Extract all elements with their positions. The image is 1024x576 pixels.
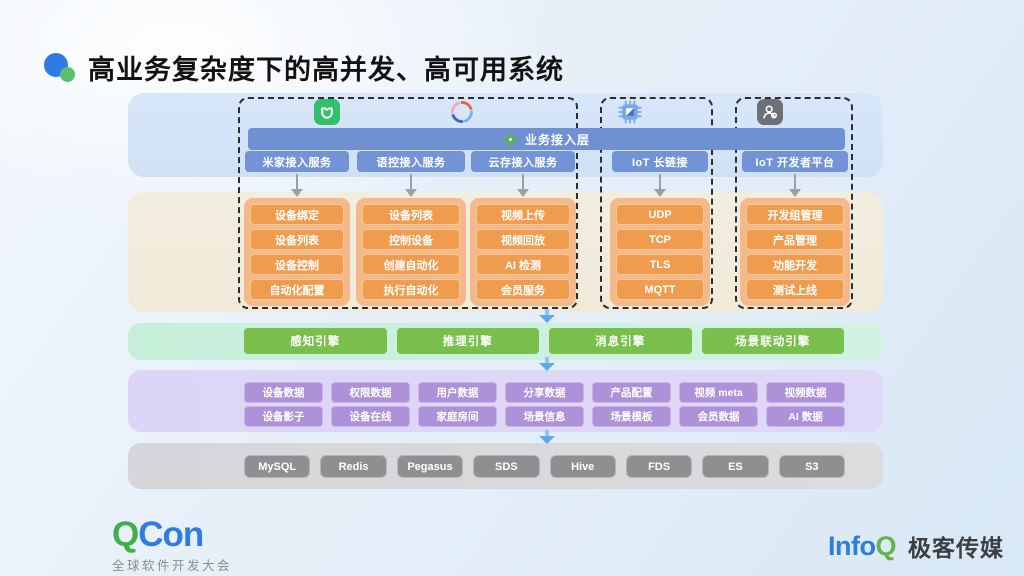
capability-item: 产品管理 <box>746 229 844 250</box>
capability-item: 创建自动化 <box>362 254 460 275</box>
move-cross-icon <box>502 131 518 147</box>
service-voice-access: 语控接入服务 <box>357 151 465 172</box>
bullet-dot-icon <box>44 51 78 85</box>
storage-item: Pegasus <box>396 455 464 478</box>
data-item: 场景信息 <box>505 406 584 427</box>
capability-item: 测试上线 <box>746 279 844 300</box>
engine-item: 场景联动引擎 <box>701 328 844 354</box>
mijia-app-icon <box>314 99 340 125</box>
capability-item: TLS <box>616 254 704 275</box>
data-item: 用户数据 <box>418 382 497 403</box>
capability-item: 功能开发 <box>746 254 844 275</box>
developer-account-icon <box>757 99 783 125</box>
service-iot-dev-platform: IoT 开发者平台 <box>742 151 848 172</box>
service-iot-longlink: IoT 长链接 <box>612 151 708 172</box>
data-item: 产品配置 <box>592 382 671 403</box>
capability-item: AI 检测 <box>476 254 570 275</box>
qcon-logo: QCon 全球软件开发大会 <box>112 517 233 574</box>
data-item: 设备影子 <box>244 406 323 427</box>
capability-item: MQTT <box>616 279 704 300</box>
capability-item: 开发组管理 <box>746 204 844 225</box>
down-arrow-icon <box>405 174 417 197</box>
storage-item: Redis <box>320 455 387 478</box>
storage-item: MySQL <box>244 455 311 478</box>
flow-down-arrow-icon <box>539 430 555 444</box>
capability-item: UDP <box>616 204 704 225</box>
dashed-group-consumer-apps <box>238 97 578 309</box>
capability-group-mijia: 设备绑定 设备列表 设备控制 自动化配置 <box>244 198 350 306</box>
access-layer-label: 业务接入层 <box>524 132 590 147</box>
data-row-2: 设备影子 设备在线 家庭房间 场景信息 场景模板 会员数据 AI 数据 <box>244 406 845 427</box>
infoq-info: Info <box>828 530 876 561</box>
capability-item: 设备列表 <box>362 204 460 225</box>
page-title: 高业务复杂度下的高并发、高可用系统 <box>88 55 564 85</box>
data-item: 视频 meta <box>679 382 758 403</box>
data-item: AI 数据 <box>766 406 845 427</box>
capability-item: 控制设备 <box>362 229 460 250</box>
access-layer-bar: 业务接入层 <box>248 128 845 150</box>
slide-header: 高业务复杂度下的高并发、高可用系统 <box>44 48 564 87</box>
capability-item: 视频回放 <box>476 229 570 250</box>
capability-item: 执行自动化 <box>362 279 460 300</box>
capability-item: TCP <box>616 229 704 250</box>
capability-item: 设备控制 <box>250 254 344 275</box>
storage-item: SDS <box>473 455 540 478</box>
green-dot <box>60 66 75 82</box>
qcon-con: Con <box>138 515 204 554</box>
engine-item: 感知引擎 <box>244 328 387 354</box>
down-arrow-icon <box>654 174 666 197</box>
capability-group-voice: 设备列表 控制设备 创建自动化 执行自动化 <box>356 198 466 306</box>
engine-row: 感知引擎 推理引擎 消息引擎 场景联动引擎 <box>244 328 844 354</box>
capability-item: 会员服务 <box>476 279 570 300</box>
voice-assistant-swirl-icon <box>449 99 475 125</box>
infoq-wordmark: InfoQ <box>828 531 896 562</box>
dashed-group-developer <box>735 97 853 309</box>
capability-group-developer: 开发组管理 产品管理 功能开发 测试上线 <box>740 198 850 306</box>
data-item: 会员数据 <box>679 406 758 427</box>
down-arrow-icon <box>789 174 801 197</box>
service-mijia-access: 米家接入服务 <box>245 151 349 172</box>
capability-group-cloud: 视频上传 视频回放 AI 检测 会员服务 <box>470 198 576 306</box>
capability-item: 设备绑定 <box>250 204 344 225</box>
down-arrow-icon <box>517 174 529 197</box>
down-arrow-icon <box>291 174 303 197</box>
engine-item: 推理引擎 <box>396 328 539 354</box>
service-cloud-storage: 云存接入服务 <box>471 151 575 172</box>
storage-item: FDS <box>625 455 693 478</box>
infoq-logo: InfoQ 极客传媒 <box>828 529 1004 563</box>
iot-chip-icon <box>617 99 643 125</box>
infoq-q: Q <box>875 530 896 561</box>
data-item: 分享数据 <box>505 382 584 403</box>
qcon-wordmark: QCon <box>112 517 232 552</box>
qcon-tagline: 全球软件开发大会 <box>112 559 233 573</box>
media-brand-name: 极客传媒 <box>908 535 1004 561</box>
capability-item: 设备列表 <box>250 229 344 250</box>
dashed-group-iot-device <box>600 97 713 309</box>
data-item: 设备数据 <box>244 382 323 403</box>
storage-item: ES <box>702 455 769 478</box>
capability-item: 视频上传 <box>476 204 570 225</box>
qcon-q: Q <box>112 515 139 554</box>
storage-row: MySQL Redis Pegasus SDS Hive FDS ES S3 <box>244 455 845 478</box>
data-row-1: 设备数据 权限数据 用户数据 分享数据 产品配置 视频 meta 视频数据 <box>244 382 845 403</box>
storage-item: Hive <box>549 455 616 478</box>
data-item: 权限数据 <box>331 382 410 403</box>
capability-group-protocols: UDP TCP TLS MQTT <box>610 198 710 306</box>
flow-down-arrow-icon <box>539 309 555 323</box>
data-item: 视频数据 <box>766 382 845 403</box>
engine-item: 消息引擎 <box>549 328 692 354</box>
capability-item: 自动化配置 <box>250 279 344 300</box>
storage-item: S3 <box>778 455 845 478</box>
flow-down-arrow-icon <box>539 357 555 371</box>
data-item: 家庭房间 <box>418 406 497 427</box>
data-item: 场景模板 <box>592 406 671 427</box>
data-item: 设备在线 <box>331 406 410 427</box>
